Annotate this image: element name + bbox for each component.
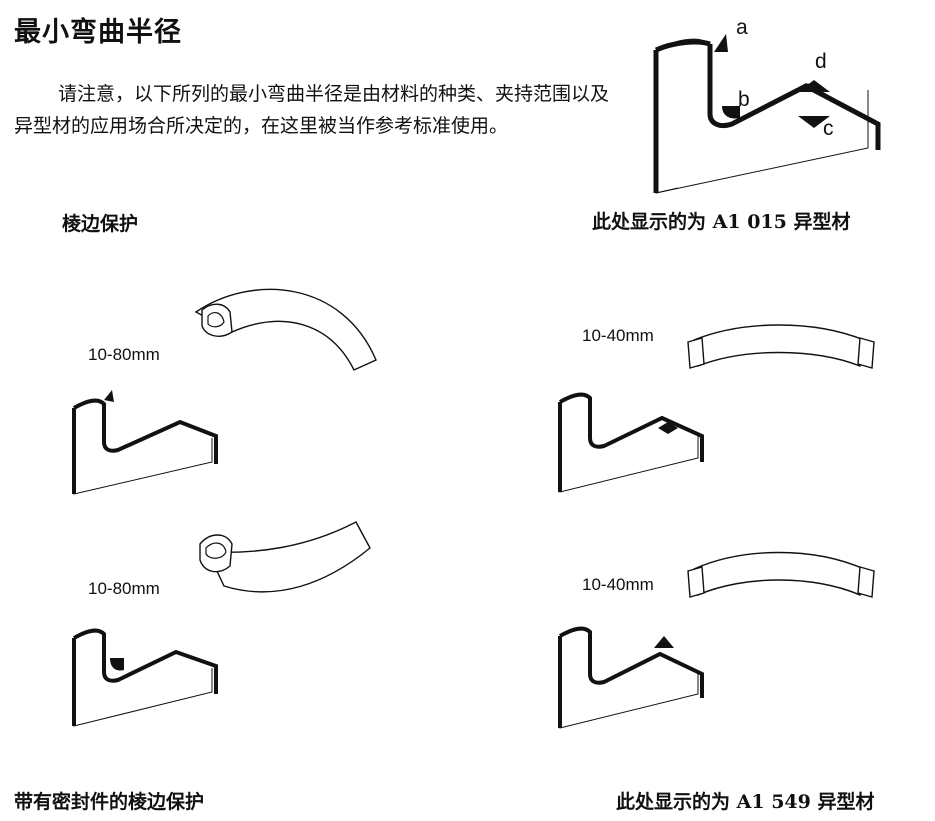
curved-profile-3 (199, 521, 371, 593)
heading-profile-a1-015: 此处显示的为 A1 015 异型材 (592, 211, 851, 233)
small-bracket-4 (558, 626, 704, 729)
arrow-a-marker (714, 34, 728, 52)
triangle-marker (654, 636, 674, 648)
small-bracket-1 (72, 390, 218, 495)
curved-profile-2 (687, 324, 875, 369)
range-label-3: 10-80mm (88, 579, 160, 598)
heading-edge-protection-with-seal: 带有密封件的棱边保护 (14, 791, 205, 813)
small-bracket-3 (72, 628, 218, 727)
heading-edge-protection: 棱边保护 (62, 213, 139, 235)
callout-d: d (815, 50, 827, 73)
range-label-2: 10-40mm (582, 326, 654, 345)
intro-paragraph: 请注意，以下所列的最小弯曲半径是由材料的种类、夹持范围以及异型材的应用场合所决定… (14, 78, 626, 142)
arrow-marker-1 (104, 390, 114, 402)
heading-profile-a1-549: 此处显示的为 A1 549 异型材 (616, 791, 875, 813)
bend-radius-bracket-diagram (653, 34, 881, 194)
curved-profile-4 (687, 551, 875, 598)
corner-marker (110, 658, 124, 671)
callout-a: a (736, 16, 748, 39)
range-label-1: 10-80mm (88, 345, 160, 364)
small-bracket-2 (558, 392, 704, 493)
marker-d (798, 80, 830, 92)
diamond-marker (658, 422, 678, 434)
page-title: 最小弯曲半径 (14, 17, 182, 48)
callout-b: b (738, 88, 750, 111)
range-label-4: 10-40mm (582, 575, 654, 594)
intro-text: 请注意，以下所列的最小弯曲半径是由材料的种类、夹持范围以及异型材的应用场合所决定… (14, 83, 610, 137)
curved-profile-1 (194, 288, 377, 371)
marker-b (722, 106, 740, 119)
marker-c (798, 116, 830, 128)
callout-c: c (823, 117, 834, 140)
